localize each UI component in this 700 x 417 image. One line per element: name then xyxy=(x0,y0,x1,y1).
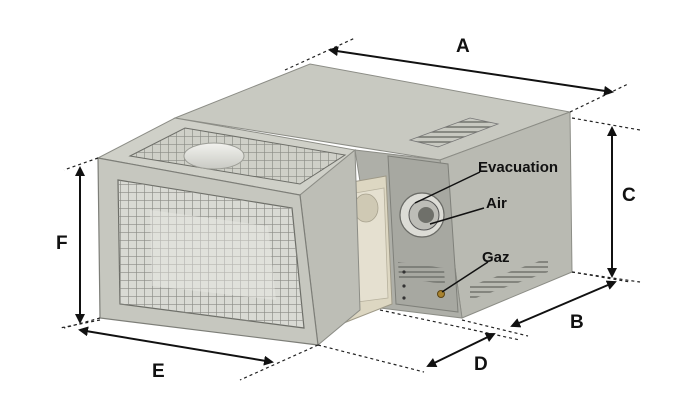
dimension-label-c: C xyxy=(622,185,636,206)
dimension-label-a: A xyxy=(456,36,470,57)
dimension-e-arrow xyxy=(78,326,274,366)
air-leader xyxy=(429,207,485,225)
main-housing xyxy=(173,63,573,319)
dimension-label-d: D xyxy=(474,354,488,375)
dimension-d-arrow xyxy=(426,332,496,368)
callout-leaders xyxy=(414,171,489,293)
flue-pipe xyxy=(399,192,445,238)
dimension-lines xyxy=(59,37,641,381)
dimension-label-f: F xyxy=(56,233,68,254)
dimension-label-e: E xyxy=(152,361,165,382)
callout-gaz: Gaz xyxy=(482,249,510,266)
top-vent xyxy=(408,117,500,148)
front-vent xyxy=(398,262,445,284)
dimension-b-arrow xyxy=(510,280,617,328)
callout-air: Air xyxy=(486,195,507,212)
gaz-leader xyxy=(441,261,489,293)
fan-cage xyxy=(96,117,361,346)
dimension-label-b: B xyxy=(570,312,584,333)
callout-evacuation: Evacuation xyxy=(478,159,558,176)
front-grille xyxy=(118,180,304,328)
dimension-a-arrow xyxy=(328,46,614,96)
evacuation-leader xyxy=(414,171,481,204)
side-vent xyxy=(470,258,548,300)
fan-blade xyxy=(183,142,245,170)
